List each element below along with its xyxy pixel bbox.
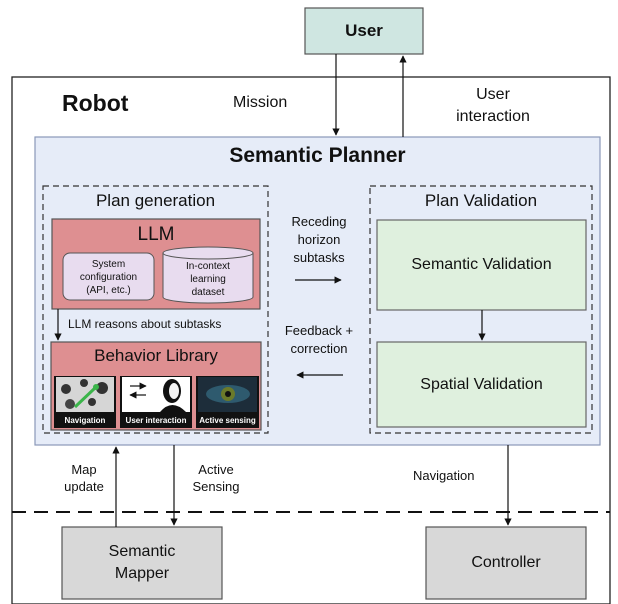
- active-sensing-line1: Active: [198, 462, 234, 477]
- map-update-line1: Map: [71, 462, 97, 477]
- feedback-label: Feedback + correction: [274, 322, 364, 358]
- behavior-item-active-sensing: Active sensing: [199, 415, 256, 425]
- active-sensing-line2: Sensing: [192, 479, 240, 494]
- user-interaction-label: User interaction: [438, 84, 548, 128]
- controller-label: Controller: [471, 554, 541, 571]
- navigation-thumbnail: [54, 376, 116, 428]
- controller-box: [425, 526, 587, 600]
- icl-line2: learning: [190, 273, 226, 285]
- plan-validation-title: Plan Validation: [424, 191, 538, 210]
- icl-dataset-text: In-context learning dataset: [163, 258, 253, 300]
- user-interaction-line1: User: [476, 86, 510, 103]
- active-sensing-label: Active Sensing: [180, 461, 252, 495]
- behavior-item-user-interaction: User interaction: [125, 415, 187, 425]
- semantic-validation-label: Semantic Validation: [411, 256, 552, 273]
- semantic-mapper-box: [61, 526, 223, 600]
- receding-line3: subtasks: [293, 250, 345, 265]
- plan-generation-title: Plan generation: [95, 191, 216, 210]
- robot-label: Robot: [62, 90, 129, 116]
- user-interaction-line2: interaction: [456, 108, 530, 125]
- system-config-line1: System: [91, 258, 126, 270]
- spatial-validation-label: Spatial Validation: [420, 375, 543, 393]
- semantic-mapper-label: Semantic Mapper: [62, 527, 222, 599]
- receding-line2: horizon: [297, 232, 341, 247]
- plan-generation-box: [42, 185, 269, 434]
- system-config-text: System configuration (API, etc.): [63, 256, 154, 298]
- icl-line3: dataset: [191, 286, 225, 298]
- icl-line1: In-context: [186, 260, 230, 272]
- plan-validation-box: [369, 185, 593, 434]
- semantic-mapper-line2: Mapper: [114, 565, 170, 582]
- map-update-line2: update: [64, 479, 104, 494]
- user-box: [304, 7, 424, 55]
- system-config-box: [62, 252, 155, 301]
- llm-reasons-label: LLM reasons about subtasks: [68, 317, 222, 331]
- behavior-library-title: Behavior Library: [94, 346, 218, 365]
- semantic-mapper-line1: Semantic: [108, 543, 176, 560]
- receding-label: Receding horizon subtasks: [279, 213, 359, 267]
- llm-title: LLM: [137, 224, 175, 245]
- feedback-line2: correction: [290, 341, 348, 356]
- mission-label: Mission: [233, 94, 288, 111]
- semantic-planner-title: Semantic Planner: [229, 144, 406, 167]
- map-update-label: Map update: [58, 461, 110, 495]
- system-config-line3: (API, etc.): [86, 284, 131, 296]
- feedback-line1: Feedback +: [284, 323, 354, 338]
- user-interaction-thumbnail: [120, 376, 192, 428]
- behavior-item-navigation: Navigation: [64, 415, 106, 425]
- semantic-validation-box: [376, 219, 587, 311]
- system-config-line2: configuration: [79, 271, 138, 283]
- icl-dataset-cylinder: [162, 246, 254, 304]
- spatial-validation-box: [376, 341, 587, 428]
- receding-line1: Receding: [291, 214, 347, 229]
- active-sensing-thumbnail: [196, 376, 259, 428]
- user-label: User: [345, 21, 383, 40]
- navigation-label: Navigation: [413, 468, 475, 483]
